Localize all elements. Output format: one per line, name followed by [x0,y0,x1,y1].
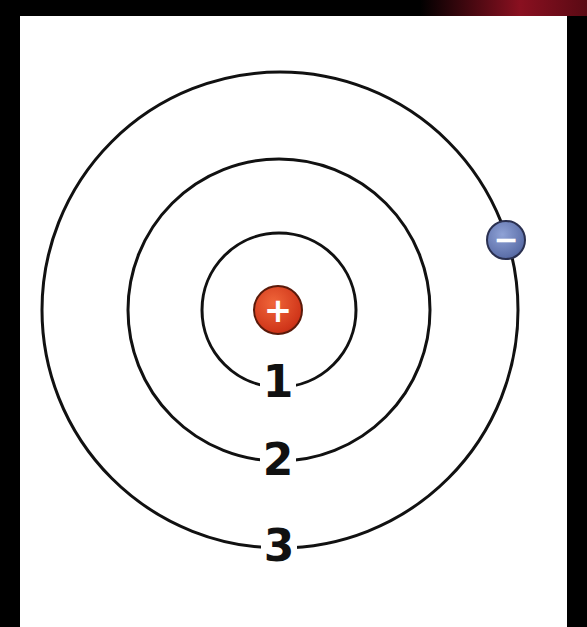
charge-sign: + [264,293,293,327]
orbit-number: 2 [260,438,297,482]
charge-sign: − [493,225,518,255]
orbit-ring [42,72,518,548]
orbit-number: 3 [261,524,298,568]
orbit-number: 1 [260,360,297,404]
corner-glow [420,0,587,16]
orbit-ring [128,159,430,461]
nucleus-circle: + [253,285,303,335]
electron-circle: − [486,220,526,260]
